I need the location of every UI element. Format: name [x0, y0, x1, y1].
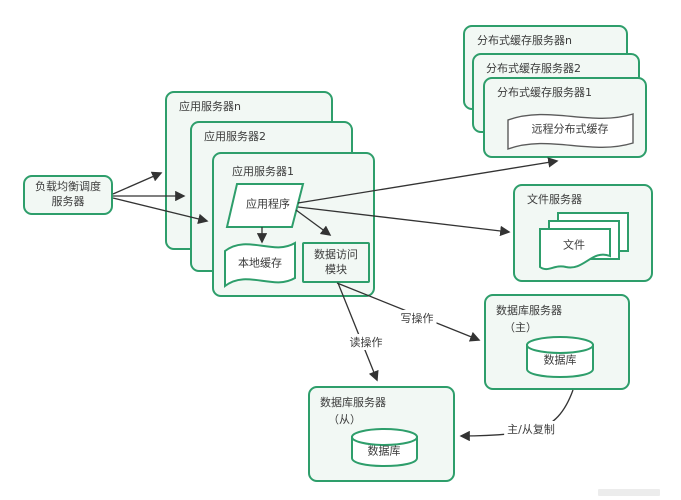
db-server-master-node: 数据库服务器 （主）: [484, 294, 630, 390]
cache-server-n-label: 分布式缓存服务器n: [477, 34, 572, 47]
local-cache-label: 本地缓存: [238, 256, 282, 270]
cache-server-2-label: 分布式缓存服务器2: [486, 62, 581, 75]
data-access-module-label: 数据访问 模块: [314, 247, 358, 276]
edge-lb-to-app-n: [112, 171, 163, 195]
app-server-n-label: 应用服务器n: [179, 100, 241, 113]
load-balancer-node: 负载均衡调度 服务器: [23, 175, 113, 215]
db-server-master-sublabel: （主）: [504, 321, 537, 335]
cache-server-1-node: 分布式缓存服务器1: [483, 77, 647, 158]
file-server-label: 文件服务器: [527, 193, 582, 206]
db-master-label: 数据库: [543, 353, 577, 367]
app-server-1-label: 应用服务器1: [232, 165, 294, 178]
data-access-module-node: 数据访问 模块: [302, 242, 370, 283]
file-server-node: 文件服务器: [513, 184, 653, 282]
application-label: 应用程序: [246, 197, 290, 211]
db-server-slave-label: 数据库服务器: [320, 396, 386, 409]
db-server-master-label: 数据库服务器: [496, 304, 562, 317]
watermark: [598, 489, 660, 496]
db-slave-label: 数据库: [367, 444, 401, 458]
read-operation-label: 读操作: [346, 334, 386, 350]
remote-cache-label: 远程分布式缓存: [531, 122, 609, 136]
db-server-slave-node: 数据库服务器 （从）: [308, 386, 455, 482]
db-server-slave-sublabel: （从）: [328, 413, 361, 427]
write-operation-label: 写操作: [397, 310, 437, 326]
replication-label: 主/从复制: [504, 421, 558, 437]
cache-server-1-label: 分布式缓存服务器1: [497, 86, 592, 99]
file-label: 文件: [563, 238, 585, 252]
app-server-2-label: 应用服务器2: [204, 130, 266, 143]
edge-read-to-db-slave: [337, 282, 379, 382]
load-balancer-label: 负载均衡调度 服务器: [35, 180, 101, 208]
